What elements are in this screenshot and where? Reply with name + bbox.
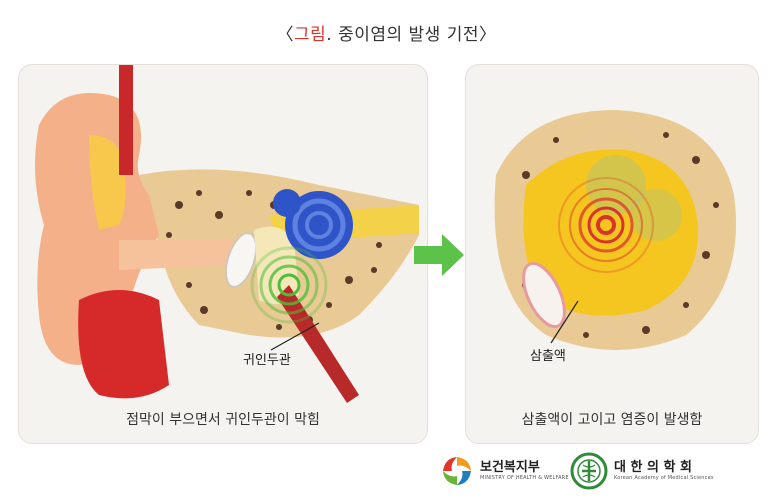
jaw-muscle (78, 290, 169, 399)
title-text: . 중이염의 발생 기전 (326, 25, 480, 45)
blood-vessel (119, 65, 133, 175)
footer-logos: 보건복지부 MINISTRY OF HEALTH & WELFARE 대 한 의… (440, 446, 760, 496)
cochlea (273, 189, 353, 259)
title-accent: 그림 (293, 25, 327, 45)
ear-canal (119, 240, 234, 270)
mohw-name: 보건복지부 (480, 460, 540, 475)
swelling-rings (250, 246, 328, 324)
mohw-sub: MINISTRY OF HEALTH & WELFARE (480, 475, 569, 481)
eardrum (224, 232, 258, 288)
kams-name: 대 한 의 학 회 (614, 460, 692, 475)
caption-left: 점막이 부으면서 귀인두관이 막힘 (126, 412, 320, 428)
inflammation-rings (558, 177, 654, 273)
panel-blocked-eustachian-tube: 귀인두관 점막이 부으면서 귀인두관이 막힘 (18, 64, 428, 444)
kams-seal-icon (570, 452, 608, 490)
ear-anatomy-illustration (35, 65, 419, 403)
label-effusion: 삼출액 (530, 349, 566, 364)
closeup-eardrum (522, 261, 566, 329)
caption-right: 삼출액이 고이고 염증이 발생함 (521, 412, 703, 428)
middle-ear-cavity (254, 226, 299, 304)
title-bracket-open: 〈 (276, 25, 294, 45)
mohw-logo: 보건복지부 MINISTRY OF HEALTH & WELFARE (440, 446, 569, 496)
middle-ear-closeup-illustration (494, 110, 736, 350)
closeup-bone-pores (522, 132, 719, 338)
closeup-pointer-line (550, 300, 579, 344)
title-bracket-close: 〉 (479, 25, 497, 45)
kams-sub: Korean Academy of Medical Sciences (614, 475, 714, 481)
label-pointer-line (270, 322, 320, 351)
ear-cartilage (89, 135, 126, 230)
mohw-emblem-icon (443, 457, 471, 485)
label-eustachian-tube: 귀인두관 (243, 353, 291, 368)
progression-arrow-icon (414, 234, 464, 276)
figure-title: 〈그림. 중이염의 발생 기전〉 (0, 20, 773, 45)
eustachian-tube (277, 285, 359, 403)
panel-effusion-inflammation: 삼출액 삼출액이 고이고 염증이 발생함 (465, 64, 759, 444)
kams-logo: 대 한 의 학 회 Korean Academy of Medical Scie… (570, 446, 714, 496)
